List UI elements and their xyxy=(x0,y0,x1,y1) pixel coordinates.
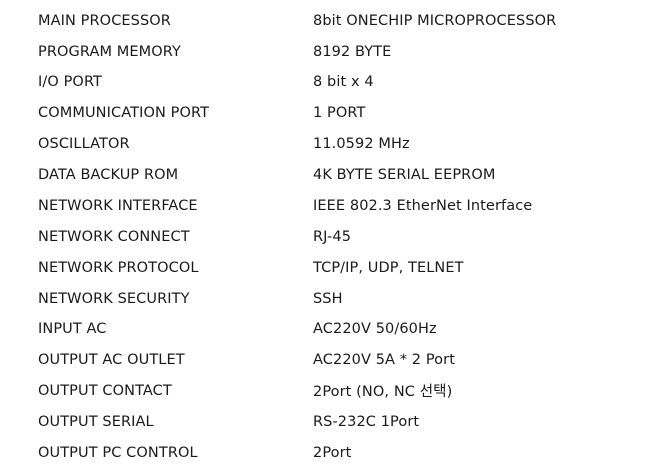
spec-row: NETWORK SECURITY SSH xyxy=(0,283,656,314)
spec-label: NETWORK CONNECT xyxy=(38,228,190,245)
spec-label: OUTPUT PC CONTROL xyxy=(38,444,198,461)
spec-value: 1 PORT xyxy=(313,104,366,121)
spec-label: I/O PORT xyxy=(38,73,103,90)
spec-value: AC220V 5A * 2 Port xyxy=(313,351,455,368)
spec-row: OSCILLATOR 11.0592 MHz xyxy=(0,128,656,159)
spec-row: MAIN PROCESSOR 8bit ONECHIP MICROPROCESS… xyxy=(0,5,656,36)
spec-label: NETWORK INTERFACE xyxy=(38,197,198,214)
spec-row: NETWORK PROTOCOL TCP/IP, UDP, TELNET xyxy=(0,252,656,283)
spec-label: NETWORK PROTOCOL xyxy=(38,259,199,276)
spec-value: 8bit ONECHIP MICROPROCESSOR xyxy=(313,12,557,29)
spec-label: PROGRAM MEMORY xyxy=(38,43,181,60)
spec-label: INPUT AC xyxy=(38,320,107,337)
spec-label: DATA BACKUP ROM xyxy=(38,166,179,183)
spec-value: 8 bit x 4 xyxy=(313,73,374,90)
spec-value: 11.0592 MHz xyxy=(313,135,410,152)
spec-label: NETWORK SECURITY xyxy=(38,290,190,307)
spec-row: OUTPUT SERIAL RS-232C 1Port xyxy=(0,406,656,437)
spec-row: I/O PORT 8 bit x 4 xyxy=(0,66,656,97)
spec-label: OUTPUT SERIAL xyxy=(38,413,154,430)
spec-label: OUTPUT AC OUTLET xyxy=(38,351,185,368)
spec-value: 2Port xyxy=(313,444,352,461)
spec-value: 2Port (NO, NC 선택) xyxy=(313,384,453,400)
spec-row: OUTPUT CONTACT 2Port (NO, NC 선택) xyxy=(0,375,656,406)
spec-label: COMMUNICATION PORT xyxy=(38,104,210,121)
spec-row: OUTPUT PC CONTROL 2Port xyxy=(0,437,656,468)
spec-label: MAIN PROCESSOR xyxy=(38,12,171,29)
spec-value: RS-232C 1Port xyxy=(313,413,420,430)
spec-value: 8192 BYTE xyxy=(313,43,392,60)
spec-row: COMMUNICATION PORT 1 PORT xyxy=(0,97,656,128)
spec-row: DATA BACKUP ROM 4K BYTE SERIAL EEPROM xyxy=(0,159,656,190)
spec-value: AC220V 50/60Hz xyxy=(313,320,437,337)
spec-row: PROGRAM MEMORY 8192 BYTE xyxy=(0,36,656,67)
spec-label: OUTPUT CONTACT xyxy=(38,382,172,399)
spec-label: OSCILLATOR xyxy=(38,135,130,152)
spec-row: OUTPUT AC OUTLET AC220V 5A * 2 Port xyxy=(0,344,656,375)
spec-row: NETWORK INTERFACE IEEE 802.3 EtherNet In… xyxy=(0,190,656,221)
spec-value: RJ-45 xyxy=(313,228,352,245)
spec-value: SSH xyxy=(313,290,343,307)
spec-value: 4K BYTE SERIAL EEPROM xyxy=(313,166,496,183)
spec-value: IEEE 802.3 EtherNet Interface xyxy=(313,197,533,214)
spec-row: INPUT AC AC220V 50/60Hz xyxy=(0,313,656,344)
spec-value: TCP/IP, UDP, TELNET xyxy=(313,259,464,276)
spec-row: NETWORK CONNECT RJ-45 xyxy=(0,221,656,252)
